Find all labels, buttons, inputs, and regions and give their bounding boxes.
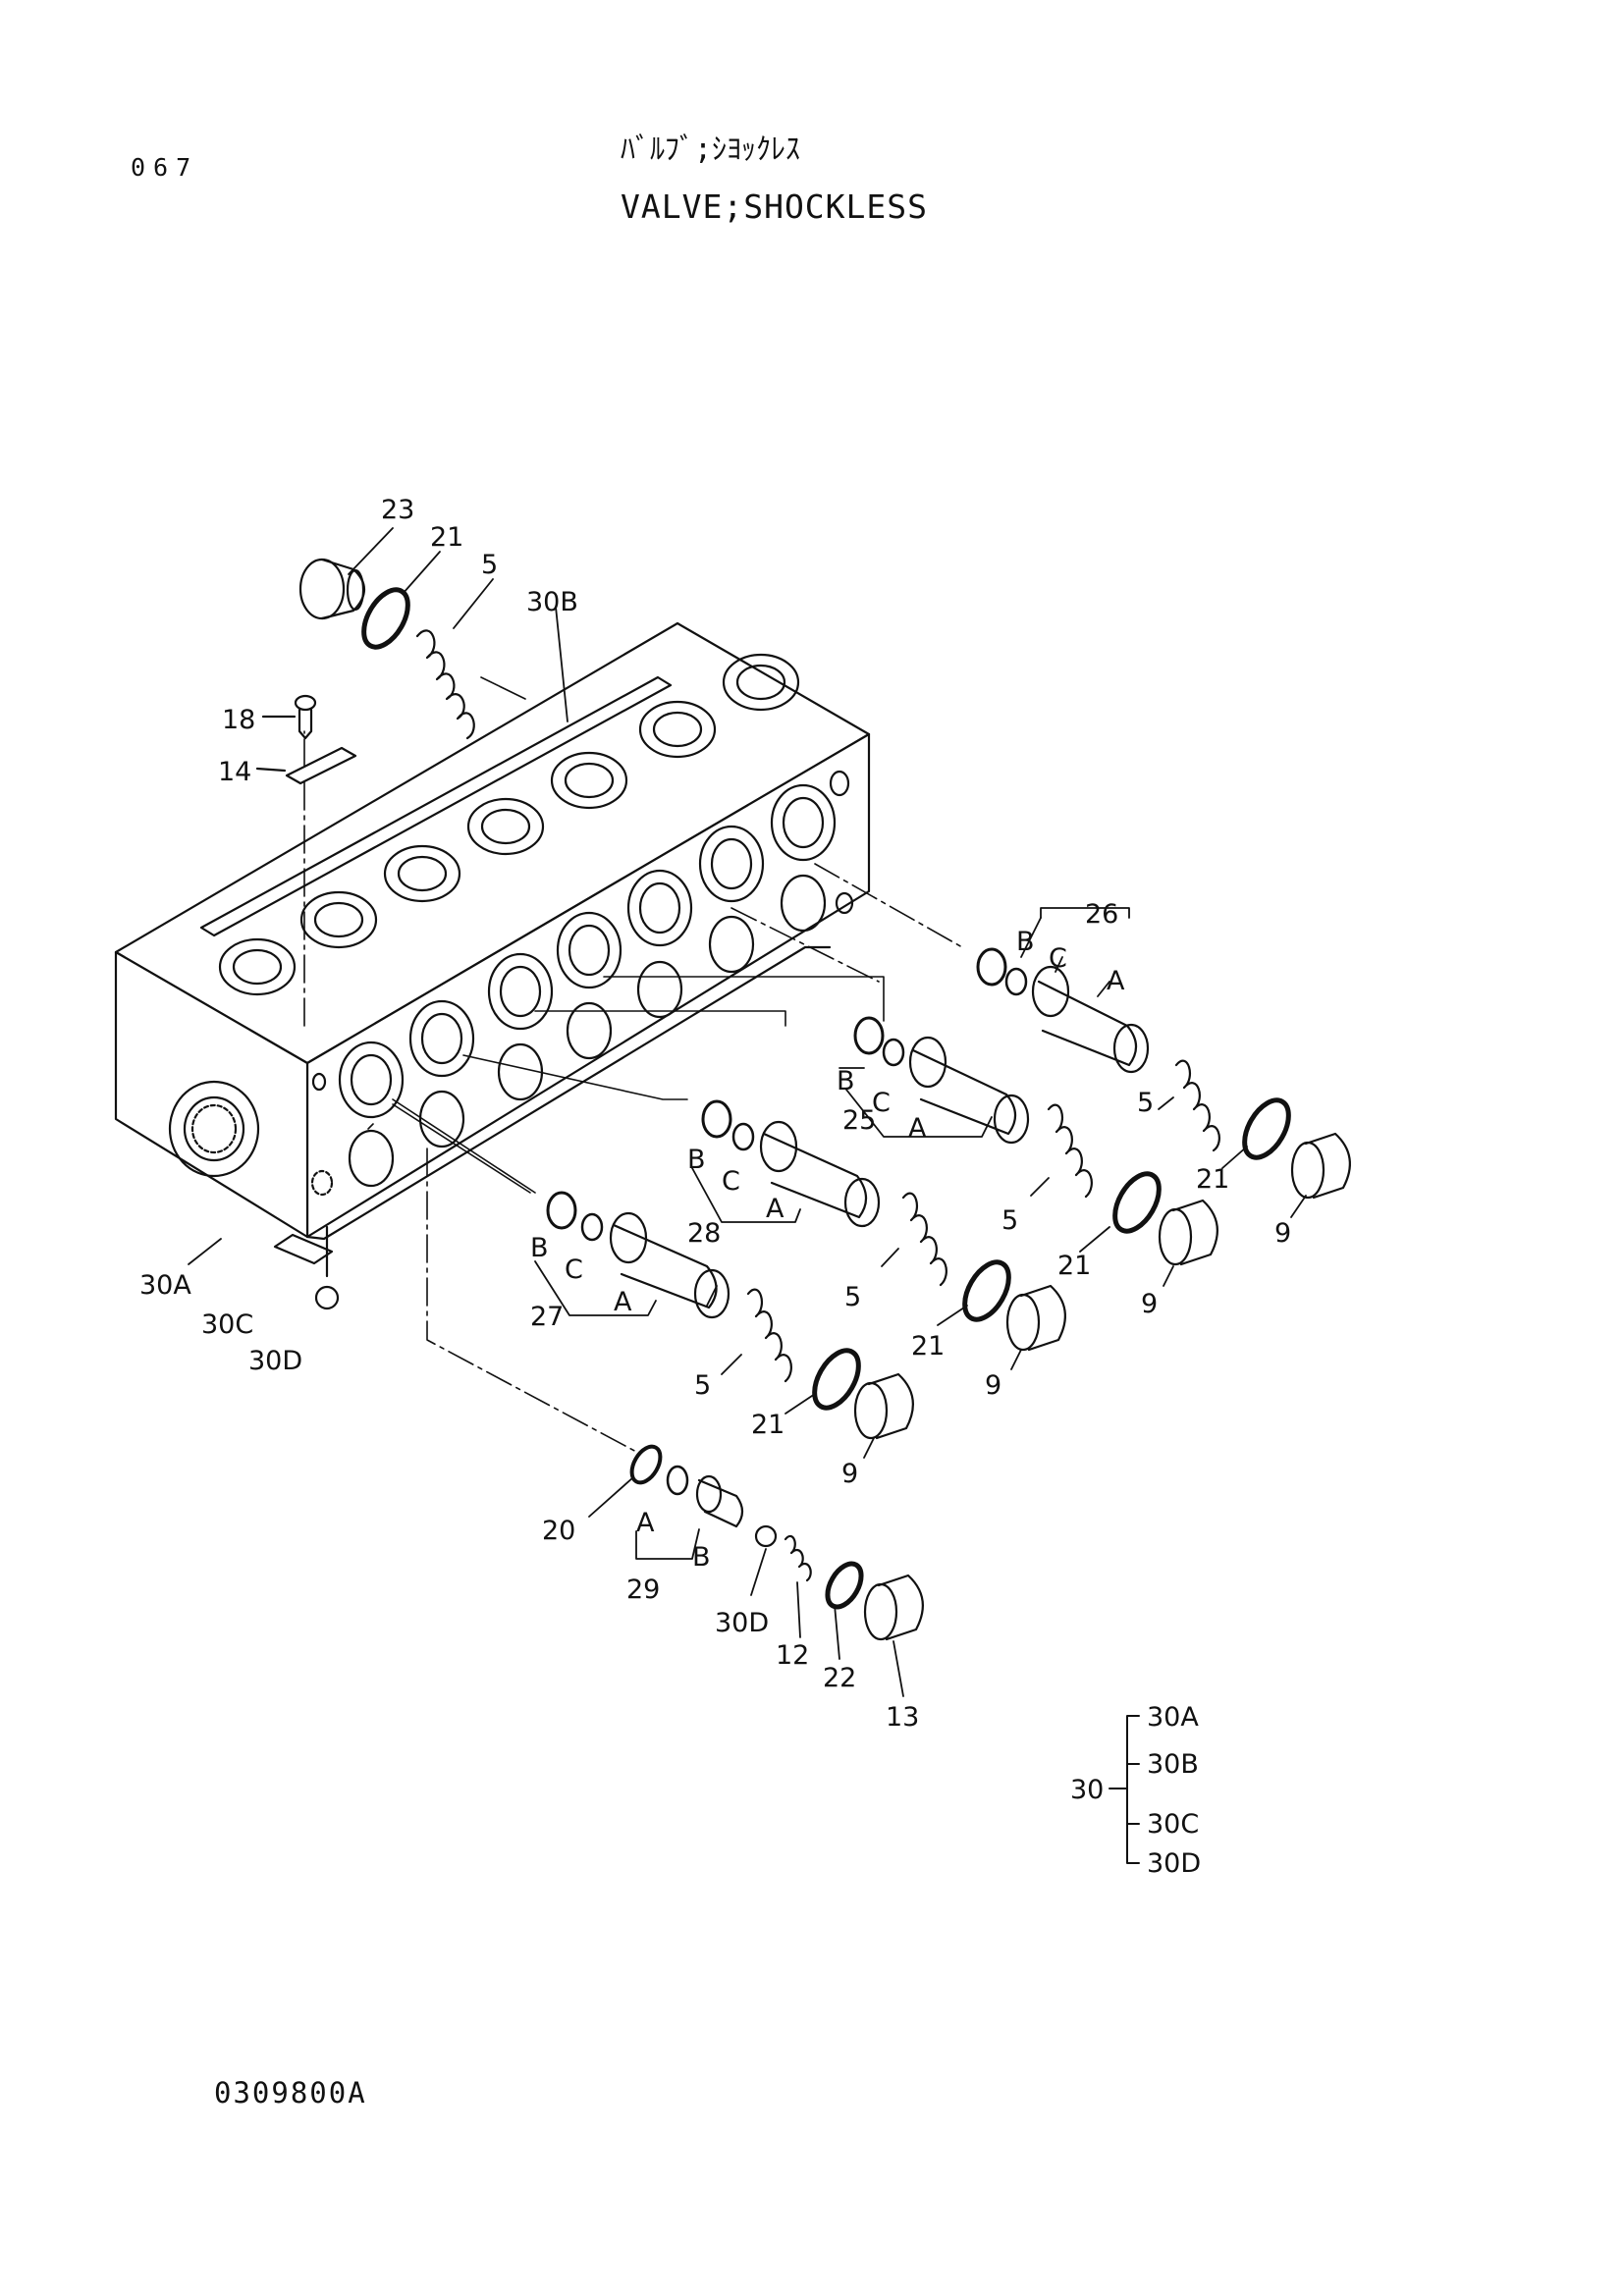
callout-21-row3: 21 [911,1331,945,1362]
callout-12: 12 [776,1640,809,1671]
callout-29: 29 [626,1575,660,1605]
callout-30D: 30D [248,1346,302,1376]
callout-21-row1: 21 [1196,1164,1229,1195]
ball-30D [314,1285,340,1310]
callout-14: 14 [218,757,251,787]
callout-28-C: C [722,1166,740,1197]
legend-child-30C: 30C [1147,1809,1199,1840]
page-number: 067 [131,153,199,182]
callout-30D-lower: 30D [715,1608,769,1638]
callout-20: 20 [542,1516,575,1546]
callout-26: 26 [1085,899,1118,930]
callout-21: 21 [430,522,463,553]
callout-9-row2: 9 [1141,1289,1158,1319]
callout-21-row2: 21 [1057,1251,1091,1281]
callout-9-row1: 9 [1274,1218,1291,1249]
callout-25-A: A [908,1113,927,1144]
callout-27: 27 [530,1302,564,1332]
callout-13: 13 [886,1702,919,1733]
callout-27-C: C [565,1255,583,1285]
callout-5-row1: 5 [1137,1088,1154,1118]
callout-5-row2: 5 [1001,1205,1018,1236]
title-english: VALVE;SHOCKLESS [621,187,929,226]
callout-30B: 30B [526,587,578,617]
top-spring-5 [415,629,475,740]
callout-29-A: A [636,1508,655,1538]
legend-child-30D: 30D [1147,1848,1201,1879]
callout-27-B: B [530,1233,549,1263]
callout-26-B: B [1016,927,1035,957]
group-brackets [534,907,1130,1560]
plate-14 [255,746,357,785]
screw-18 [261,694,317,740]
callout-28-A: A [766,1194,784,1224]
cartridge-row-25 [853,1016,1218,1266]
callout-29-B: B [692,1542,711,1573]
callout-26-C: C [1049,943,1067,974]
drawing-number: 0309800A [214,2076,367,2109]
front-port-upper-row [338,783,837,1119]
legend-parent: 30 [1070,1775,1104,1805]
callout-27-A: A [614,1287,632,1317]
callout-5-row3: 5 [844,1282,861,1312]
callout-9-row3: 9 [985,1370,1001,1401]
callout-9-row4: 9 [841,1459,858,1489]
bottom-assembly [629,1444,924,1641]
callout-28-B: B [687,1145,706,1175]
legend-child-30A: 30A [1147,1702,1199,1733]
valve-body [114,621,871,1241]
title-japanese: ﾊﾞﾙﾌﾞ;ｼﾖｯｸﾚｽ [621,133,801,167]
callout-5-row4: 5 [694,1370,711,1401]
legend-child-30B: 30B [1147,1749,1199,1780]
callout-22: 22 [823,1663,856,1693]
callout-25-B: B [837,1066,855,1096]
callout-25-C: C [872,1088,891,1118]
callout-26-A: A [1107,966,1125,996]
callout-18: 18 [222,705,255,735]
cartridge-row-28 [701,1099,1066,1352]
cartridge-row-26 [976,947,1351,1200]
callout-30C: 30C [201,1309,253,1340]
callout-30A: 30A [139,1270,191,1301]
assembly-lines [303,730,963,1454]
callout-25: 25 [842,1105,876,1136]
assembly-legend: 30 30A 30B 30C 30D [1070,1702,1201,1879]
top-port-row [218,653,800,996]
callout-5: 5 [481,550,498,580]
callout-28: 28 [687,1218,721,1249]
callout-23: 23 [381,495,414,525]
top-o-ring-21 [361,587,410,650]
callout-21-row4: 21 [751,1410,784,1440]
leader-lines [348,527,1307,1697]
